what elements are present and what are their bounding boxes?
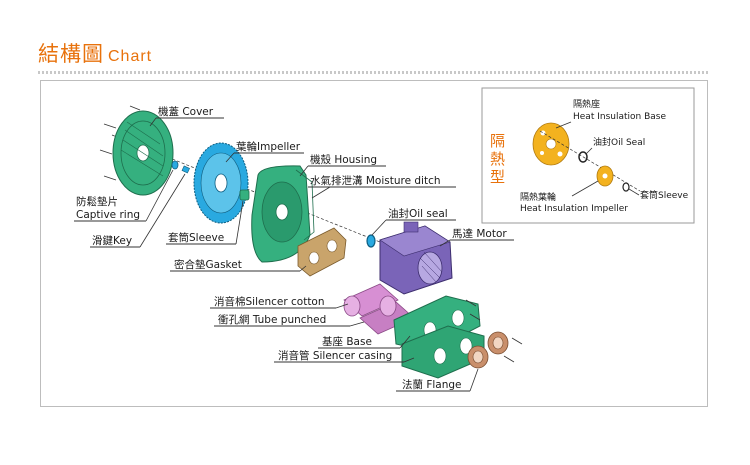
inset-title-2: 熱 (490, 150, 505, 168)
label-sleeve: 套筒Sleeve (168, 231, 224, 244)
label-inset-oil-seal: 油封Oil Seal (593, 136, 645, 148)
base-part (393, 295, 481, 353)
label-moisture-ditch: 水氣排泄溝 Moisture ditch (310, 174, 441, 187)
gasket-part (297, 227, 347, 277)
flange-bolts (465, 299, 523, 363)
inset-title-1: 隔 (490, 132, 505, 150)
label-heat-base-en: Heat Insulation Base (573, 112, 666, 122)
inset-oil-seal-part (578, 151, 588, 163)
label-housing: 機殼 Housing (310, 153, 377, 166)
label-gasket: 密合墊Gasket (174, 258, 242, 271)
inset-title-3: 型 (490, 168, 505, 186)
inset-sleeve-part (622, 182, 630, 192)
label-base: 基座 Base (322, 335, 372, 348)
page-title-en: Chart (108, 48, 153, 65)
label-cover: 機蓋 Cover (158, 105, 214, 118)
label-silencer-cotton: 消音棉Silencer cotton (214, 295, 325, 308)
impeller-part (193, 142, 249, 224)
oil-seal-part (366, 234, 376, 248)
label-inset-sleeve: 套筒Sleeve (640, 189, 689, 201)
heat-insulation-impeller-part (596, 165, 614, 187)
heat-insulation-base-part (532, 122, 570, 166)
silencer-casing-part (401, 325, 485, 379)
motor-part (379, 221, 453, 295)
label-key: 滑鍵Key (92, 234, 132, 247)
inset-frame (481, 87, 695, 224)
label-flange: 法蘭 Flange (402, 378, 462, 391)
housing-part (251, 165, 315, 263)
label-tube-punched: 衝孔網 Tube punched (218, 313, 326, 326)
captive-ring-part (171, 160, 179, 170)
inset-axis (539, 130, 641, 192)
label-heat-impeller-zh: 隔熱葉輪 (520, 191, 556, 203)
label-oil-seal: 油封Oil seal (388, 207, 448, 220)
label-heat-base-zh: 隔熱座 (573, 98, 600, 110)
heat-insulation-inset: 隔 熱 型 隔熱座 Heat Insulation Base 油封Oil Sea… (481, 87, 695, 224)
key-part (181, 165, 190, 174)
title-divider (38, 71, 710, 74)
label-motor: 馬達 Motor (452, 228, 507, 240)
label-silencer-casing: 消音管 Silencer casing (278, 349, 392, 362)
page-title-zh: 結構圖 (38, 42, 104, 66)
label-captive-ring-en: Captive ring (76, 209, 140, 221)
label-impeller: 葉輪Impeller (236, 140, 301, 153)
sleeve-part (239, 189, 250, 201)
label-heat-impeller-en: Heat Insulation Impeller (520, 204, 628, 214)
flange-part (467, 331, 509, 369)
cover-bolts (99, 105, 141, 181)
label-captive-ring-zh: 防鬆墊片 (76, 195, 118, 208)
cover-part (112, 110, 174, 196)
